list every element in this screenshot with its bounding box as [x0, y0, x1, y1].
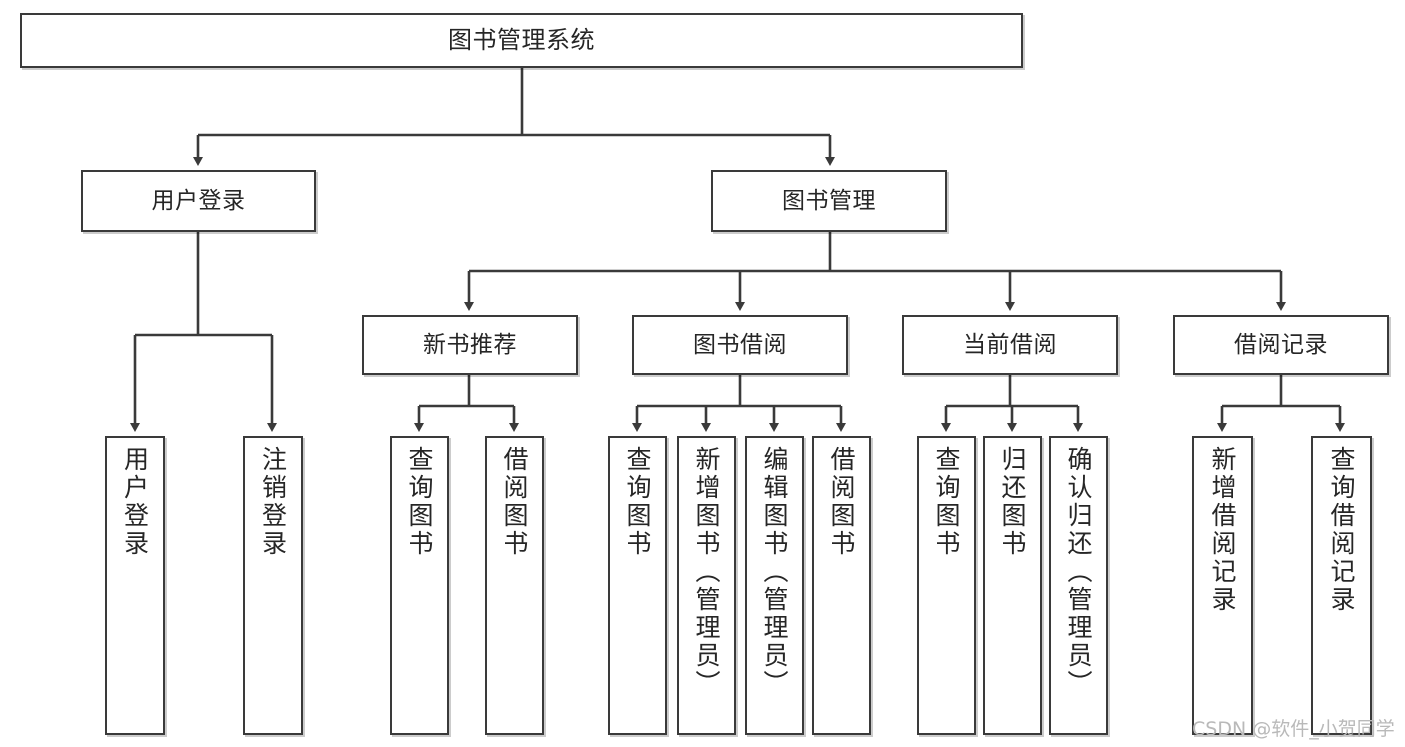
node-label: 查询图书	[405, 446, 434, 558]
node-label: 新增图书（管理员）	[692, 446, 721, 698]
node-label: 确认归还（管理员）	[1064, 446, 1093, 698]
node-label: 归还图书	[998, 446, 1027, 558]
node-label: 图书管理系统	[448, 25, 595, 54]
node-label: 新增借阅记录	[1208, 446, 1237, 614]
node-leaf-return-book[interactable]: 归还图书	[983, 436, 1042, 735]
node-label: 用户登录	[120, 446, 150, 558]
node-label: 图书管理	[782, 187, 876, 214]
node-leaf-user-logout[interactable]: 注销登录	[243, 436, 303, 735]
node-leaf-add-record[interactable]: 新增借阅记录	[1192, 436, 1253, 735]
node-leaf-borrow-book-2[interactable]: 借阅图书	[812, 436, 871, 735]
node-leaf-query-book-3[interactable]: 查询图书	[917, 436, 976, 735]
node-root-book-management-system[interactable]: 图书管理系统	[20, 13, 1023, 68]
node-label: 借阅图书	[500, 446, 529, 558]
node-book-borrow[interactable]: 图书借阅	[632, 315, 848, 375]
node-label: 注销登录	[258, 446, 288, 558]
watermark-text: CSDN @软件_小贺同学	[1192, 718, 1395, 740]
node-label: 查询图书	[932, 446, 961, 558]
node-leaf-borrow-book-1[interactable]: 借阅图书	[485, 436, 544, 735]
node-leaf-query-book-1[interactable]: 查询图书	[390, 436, 449, 735]
node-label: 图书借阅	[693, 331, 787, 358]
node-label: 当前借阅	[963, 331, 1057, 358]
node-book-manage[interactable]: 图书管理	[711, 170, 947, 232]
node-current-borrow[interactable]: 当前借阅	[902, 315, 1118, 375]
node-leaf-query-book-2[interactable]: 查询图书	[608, 436, 667, 735]
node-leaf-edit-book[interactable]: 编辑图书（管理员）	[745, 436, 804, 735]
node-label: 借阅记录	[1234, 331, 1328, 358]
node-new-book-recommend[interactable]: 新书推荐	[362, 315, 578, 375]
node-label: 用户登录	[151, 187, 246, 214]
node-leaf-user-login[interactable]: 用户登录	[105, 436, 165, 735]
node-label: 新书推荐	[423, 331, 517, 358]
node-label: 查询借阅记录	[1327, 446, 1356, 614]
node-leaf-add-book[interactable]: 新增图书（管理员）	[677, 436, 736, 735]
node-label: 查询图书	[623, 446, 652, 558]
node-label: 编辑图书（管理员）	[760, 446, 789, 698]
node-label: 借阅图书	[827, 446, 856, 558]
node-leaf-query-record[interactable]: 查询借阅记录	[1311, 436, 1372, 735]
node-borrow-record[interactable]: 借阅记录	[1173, 315, 1389, 375]
node-user-login[interactable]: 用户登录	[81, 170, 316, 232]
node-leaf-confirm-return[interactable]: 确认归还（管理员）	[1049, 436, 1108, 735]
